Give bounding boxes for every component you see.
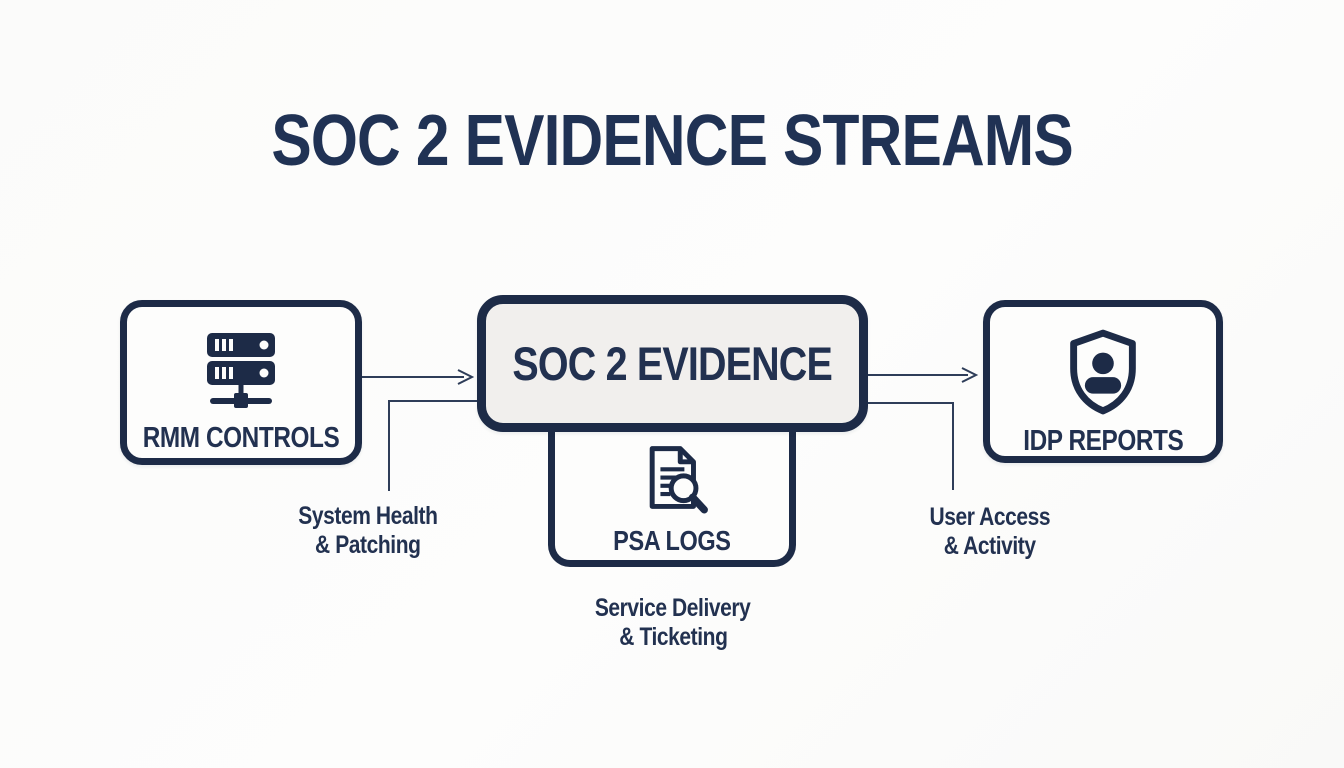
node-psa-label: PSA LOGS — [613, 525, 731, 556]
caption-user-access: User Access & Activity — [870, 503, 1110, 561]
arrowhead-soc2-to-idp — [961, 367, 979, 383]
node-soc2-label: SOC 2 EVIDENCE — [512, 337, 833, 390]
node-idp-label: IDP REPORTS — [1022, 425, 1184, 457]
node-idp-reports: IDP REPORTS — [983, 300, 1223, 463]
node-soc2-evidence: SOC 2 EVIDENCE — [477, 295, 868, 432]
arrowhead-rmm-to-soc2 — [457, 369, 475, 385]
caption-system-health-line1: System Health — [298, 502, 438, 530]
shield-user-icon — [1065, 328, 1141, 416]
server-rack-icon — [193, 329, 289, 413]
caption-service-delivery-line1: Service Delivery — [595, 594, 751, 622]
caption-service-delivery-line2: & Ticketing — [618, 623, 728, 651]
caption-system-health: System Health & Patching — [248, 502, 488, 560]
node-psa-logs: PSA LOGS — [548, 420, 796, 567]
node-rmm-controls: RMM CONTROLS — [120, 300, 362, 465]
caption-service-delivery: Service Delivery & Ticketing — [553, 594, 793, 652]
page-title: SOC 2 EVIDENCE STREAMS — [0, 100, 1344, 182]
node-rmm-label: RMM CONTROLS — [142, 422, 340, 454]
caption-user-access-line1: User Access — [929, 503, 1051, 531]
caption-system-health-line2: & Patching — [315, 531, 421, 559]
caption-user-access-line2: & Activity — [944, 532, 1036, 560]
document-search-icon — [634, 442, 710, 518]
line-soc2-to-user-access — [866, 402, 954, 490]
page-title-text: SOC 2 EVIDENCE STREAMS — [271, 101, 1073, 181]
line-soc2-to-system-health — [388, 400, 478, 491]
